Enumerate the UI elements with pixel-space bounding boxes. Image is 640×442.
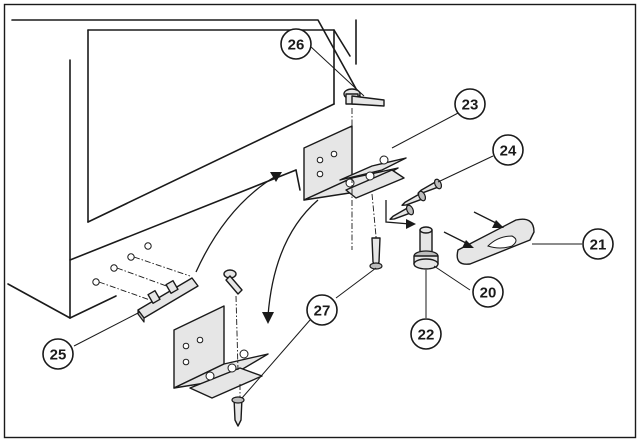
diagram-frame bbox=[3, 3, 637, 439]
appliance-cabinet bbox=[7, 19, 361, 319]
callout-22-label: 22 bbox=[418, 327, 435, 344]
cover-cap-21 bbox=[443, 211, 535, 265]
hinge-bracket-23 bbox=[303, 125, 407, 201]
callout-20: 20 bbox=[472, 276, 504, 308]
callout-23: 23 bbox=[454, 88, 486, 120]
screw-27-lower bbox=[231, 396, 245, 427]
callout-21: 21 bbox=[582, 228, 614, 260]
callout-23-label: 23 bbox=[462, 97, 479, 114]
callout-26: 26 bbox=[280, 28, 312, 60]
screws-24 bbox=[389, 178, 443, 220]
callout-26-label: 26 bbox=[288, 37, 305, 54]
callout-25: 25 bbox=[42, 338, 74, 370]
callout-20-label: 20 bbox=[480, 285, 497, 302]
screw-27-upper bbox=[369, 193, 383, 270]
callout-27: 27 bbox=[306, 294, 338, 326]
hinge-pin-26 bbox=[343, 88, 385, 250]
callout-21-label: 21 bbox=[590, 237, 607, 254]
spacer-plate-25 bbox=[137, 277, 199, 323]
leader-lines bbox=[73, 45, 582, 399]
callout-24: 24 bbox=[492, 134, 524, 166]
callout-25-label: 25 bbox=[50, 347, 67, 364]
callout-27-label: 27 bbox=[314, 303, 331, 320]
callout-24-label: 24 bbox=[500, 143, 517, 160]
callout-22: 22 bbox=[410, 318, 442, 350]
hinge-bracket-lower bbox=[173, 269, 269, 399]
pin-22-and-washer-20 bbox=[385, 200, 439, 270]
move-arrows bbox=[195, 172, 319, 324]
